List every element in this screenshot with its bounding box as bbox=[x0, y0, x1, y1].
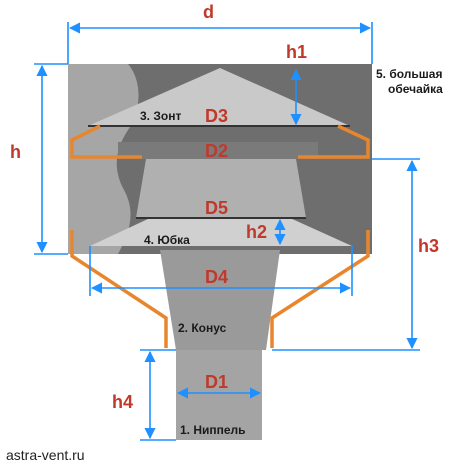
label-umbrella: 3. Зонт bbox=[140, 109, 181, 123]
dimension-labels: d h h1 D3 D2 D5 h2 h3 D4 D1 h4 bbox=[10, 2, 439, 412]
dimension-lines bbox=[34, 22, 420, 441]
label-D2: D2 bbox=[205, 141, 228, 161]
label-shell-line1: 5. большая bbox=[376, 67, 442, 81]
label-h3: h3 bbox=[418, 236, 439, 256]
label-h4: h4 bbox=[112, 392, 133, 412]
label-shell-line2: обечайка bbox=[388, 82, 443, 96]
label-skirt: 4. Юбка bbox=[144, 233, 190, 247]
label-D1: D1 bbox=[205, 372, 228, 392]
skirt bbox=[90, 218, 352, 246]
label-D3: D3 bbox=[205, 106, 228, 126]
label-h1: h1 bbox=[286, 42, 307, 62]
inner-band-rect bbox=[118, 142, 318, 159]
label-D4: D4 bbox=[205, 267, 228, 287]
lower-cone bbox=[160, 250, 280, 350]
upper-cone bbox=[136, 159, 306, 218]
umbrella bbox=[88, 68, 350, 127]
label-nipple: 1. Ниппель bbox=[180, 423, 246, 437]
part-labels: 3. Зонт 4. Юбка 2. Конус 1. Ниппель 5. б… bbox=[140, 67, 443, 437]
label-h2: h2 bbox=[246, 222, 267, 242]
umbrella-cone bbox=[88, 68, 350, 126]
label-cone: 2. Конус bbox=[178, 321, 227, 335]
flange-upper-left bbox=[70, 124, 142, 159]
site-label: astra-vent.ru bbox=[6, 447, 85, 463]
inner-band bbox=[118, 142, 318, 159]
label-d: d bbox=[203, 2, 214, 22]
label-h: h bbox=[10, 142, 21, 162]
label-D5: D5 bbox=[205, 198, 228, 218]
shell-cutaway bbox=[68, 64, 139, 254]
flange-upper-right bbox=[298, 124, 370, 159]
